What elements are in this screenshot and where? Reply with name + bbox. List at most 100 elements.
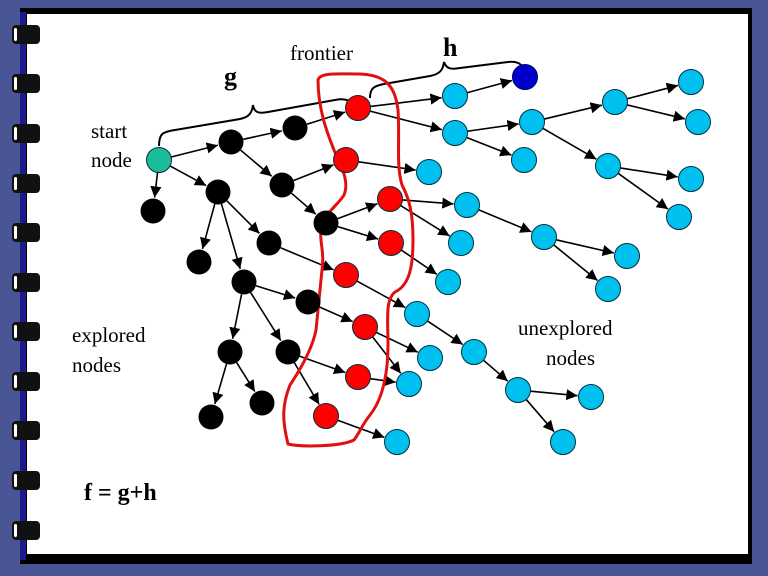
unexplored-label-line2: nodes (546, 346, 595, 370)
unexplored-node (511, 147, 537, 173)
edge-arrow (249, 292, 282, 341)
edge-arrow (150, 172, 162, 198)
edge-arrow (212, 363, 228, 405)
frontier-node (345, 95, 371, 121)
nodes-layer (140, 64, 711, 455)
explored-node (313, 210, 339, 236)
unexplored-node (416, 159, 442, 185)
edge-arrow (553, 244, 599, 282)
explored-node (205, 179, 231, 205)
edge-arrow (280, 247, 334, 271)
frontier-node (378, 230, 404, 256)
edge-arrow (400, 249, 438, 276)
binder-ring-icon (12, 471, 40, 490)
edge-arrow (626, 104, 686, 122)
edge-arrow (293, 163, 334, 182)
edge-arrow (467, 119, 519, 133)
binder-ring-icon (12, 521, 40, 540)
edge-arrow (620, 167, 678, 181)
start-label-line1: start (91, 119, 127, 143)
unexplored-node (454, 192, 480, 218)
unexplored-node (442, 83, 468, 109)
unexplored-node (435, 269, 461, 295)
explored-label-line1: explored (72, 323, 146, 347)
edge-arrow (229, 294, 243, 339)
frontier-node (333, 262, 359, 288)
unexplored-node (384, 429, 410, 455)
edge-arrow (626, 82, 679, 100)
binder-ring-icon (12, 124, 40, 143)
explored-node (140, 198, 166, 224)
edge-arrow (400, 204, 450, 237)
frontier-node (313, 403, 339, 429)
edge-arrow (525, 398, 555, 433)
unexplored-label-line1: unexplored (518, 316, 613, 340)
explored-node (282, 115, 308, 141)
explored-node (269, 172, 295, 198)
unexplored-node (417, 345, 443, 371)
g-brace (158, 98, 357, 147)
unexplored-node (461, 339, 487, 365)
binder-ring-icon (12, 273, 40, 292)
unexplored-node (519, 109, 545, 135)
edge-arrow (293, 362, 320, 405)
explored-node (231, 269, 257, 295)
edge-arrow (290, 192, 317, 215)
edge-arrow (466, 136, 512, 157)
explored-node (249, 390, 275, 416)
explored-node (256, 230, 282, 256)
edge-arrow (226, 200, 261, 235)
h-label: h (443, 33, 458, 62)
frontier-node (377, 186, 403, 212)
start-node (146, 147, 172, 173)
explored-node (198, 404, 224, 430)
edge-arrow (306, 110, 346, 125)
edge-arrow (542, 127, 597, 160)
unexplored-node (442, 120, 468, 146)
start-label-line2: node (91, 148, 132, 172)
edge-arrow (299, 355, 346, 374)
edges-layer (150, 78, 686, 439)
unexplored-node (666, 204, 692, 230)
edge-arrow (482, 359, 509, 382)
frontier-node (333, 147, 359, 173)
explored-node (218, 129, 244, 155)
unexplored-node (448, 230, 474, 256)
h-brace (369, 60, 525, 99)
unexplored-node (531, 224, 557, 250)
unexplored-node (595, 276, 621, 302)
binder-ring-icon (12, 25, 40, 44)
edge-arrow (556, 239, 615, 256)
edge-arrow (200, 203, 216, 250)
edge-arrow (478, 209, 532, 233)
edge-arrow (402, 197, 454, 209)
edge-arrow (337, 225, 379, 242)
binder-ring-icon (12, 174, 40, 193)
edge-arrow (370, 93, 442, 108)
edge-arrow (243, 127, 282, 141)
explored-node (295, 289, 321, 315)
g-label: g (224, 62, 237, 91)
unexplored-node (614, 243, 640, 269)
explored-node (217, 339, 243, 365)
edge-arrow (356, 280, 406, 309)
edge-arrow (370, 375, 396, 387)
edge-arrow (369, 110, 443, 133)
unexplored-node (404, 301, 430, 327)
unexplored-node (685, 109, 711, 135)
edge-arrow (426, 320, 464, 346)
binder-ring-icon (12, 322, 40, 341)
unexplored-node (678, 166, 704, 192)
edge-arrow (375, 331, 419, 353)
frontier-label: frontier (290, 41, 353, 65)
explored-label-line2: nodes (72, 353, 121, 377)
unexplored-node (578, 384, 604, 410)
frontier-node (352, 314, 378, 340)
edge-arrow (466, 78, 513, 94)
edge-arrow (358, 160, 416, 175)
edge-arrow (240, 149, 273, 177)
edge-arrow (617, 172, 669, 210)
explored-node (186, 249, 212, 275)
edge-arrow (337, 202, 378, 220)
